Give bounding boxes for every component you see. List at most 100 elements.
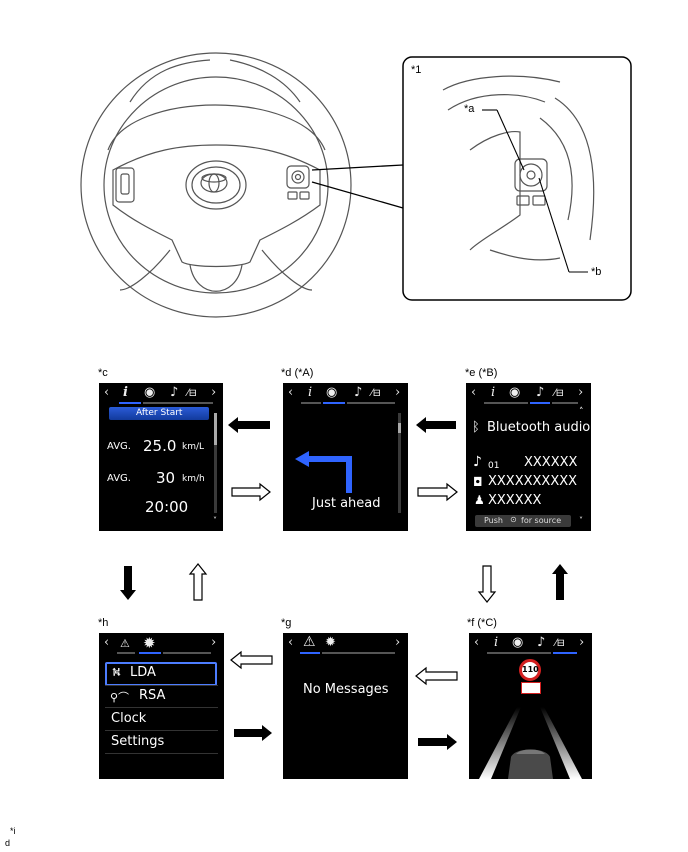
tab-bar: ‹ ⚠ ✹ ›: [99, 633, 224, 655]
screen-d-navigation: ‹ i ◉ ♪ ⁄⊟ › Just ahead: [283, 383, 408, 531]
screen-g-messages: ‹ ⚠ ✹ › No Messages: [283, 633, 408, 779]
screen-c-trip-info: ‹ i ◉ ♪ ⁄⊟ › After Start AVG. 25.0 km/L …: [99, 383, 223, 531]
chevron-up-icon[interactable]: ˄: [579, 407, 584, 417]
chevron-left-icon[interactable]: ‹: [471, 385, 477, 400]
arrow-g-to-h: [230, 650, 273, 670]
scrollbar-thumb[interactable]: [398, 423, 401, 433]
chevron-left-icon[interactable]: ‹: [288, 635, 294, 650]
bluetooth-icon: ᛒ: [472, 420, 480, 435]
lda-icon: ⛕: [112, 665, 121, 679]
scrollbar-thumb[interactable]: [214, 413, 217, 445]
scrollbar[interactable]: [398, 413, 401, 513]
screen-f-label: *f (*C): [467, 617, 497, 629]
screen-e-label: *e (*B): [465, 367, 498, 379]
sign-plate-icon: [521, 682, 541, 694]
warning-icon[interactable]: ⚠: [120, 637, 130, 650]
gear-icon[interactable]: ✹: [143, 634, 156, 652]
screen-c-label: *c: [98, 367, 108, 379]
music-note-icon[interactable]: ♪: [537, 635, 546, 650]
tab-bar: ‹ i ◉ ♪ ⁄⊟ ›: [99, 383, 223, 405]
car-icon[interactable]: ⁄⊟: [371, 388, 382, 399]
source-title: Bluetooth audio: [487, 420, 591, 435]
header-bar: [109, 407, 209, 420]
info-icon[interactable]: i: [491, 385, 496, 400]
footer-label-top: *i: [10, 826, 16, 836]
chevron-right-icon[interactable]: ›: [395, 635, 401, 650]
info-icon[interactable]: i: [308, 385, 313, 400]
speed-limit-value: 110: [522, 665, 539, 674]
music-note-icon[interactable]: ♪: [536, 385, 545, 400]
avg1-value: 25.0: [143, 437, 177, 455]
screen-f-driving-assist: ‹ i ◉ ♪ ⁄⊟ › 110: [469, 633, 592, 779]
car-icon[interactable]: ⁄⊟: [555, 638, 566, 649]
car-icon[interactable]: ⁄⊟: [554, 388, 565, 399]
push-source-bar[interactable]: [475, 515, 571, 527]
tab-bar: ‹ i ◉ ♪ ⁄⊟ ›: [283, 383, 408, 405]
arrow-e-to-f: [477, 565, 497, 603]
dial-icon: ⊙: [510, 515, 517, 524]
arrow-c-to-d: [231, 482, 271, 502]
album-icon: ◘: [473, 475, 483, 489]
footer-label-bottom: d: [5, 838, 11, 848]
navigation-icon[interactable]: ◉: [144, 385, 156, 400]
steering-wheel-illustration: [80, 52, 632, 318]
chevron-right-icon[interactable]: ›: [395, 385, 401, 400]
arrow-c-to-h: [120, 566, 136, 600]
chevron-left-icon[interactable]: ‹: [104, 635, 110, 650]
inset-label: *1: [411, 64, 422, 76]
arrow-e-to-d: [416, 417, 456, 433]
track-number: 01: [488, 461, 500, 471]
screen-h-label: *h: [98, 617, 109, 629]
chevron-right-icon[interactable]: ›: [579, 635, 585, 650]
divider: [105, 730, 218, 731]
tab-bar: ‹ i ◉ ♪ ⁄⊟ ›: [466, 383, 591, 405]
chevron-right-icon[interactable]: ›: [211, 385, 217, 400]
music-note-icon[interactable]: ♪: [170, 385, 179, 400]
tab-bar: ‹ ⚠ ✹ ›: [283, 633, 408, 655]
info-icon[interactable]: i: [494, 635, 499, 650]
arrow-f-to-g: [415, 666, 458, 686]
chevron-right-icon[interactable]: ›: [211, 635, 217, 650]
navigation-icon[interactable]: ◉: [326, 385, 338, 400]
header-label: After Start: [136, 408, 183, 418]
screen-e-audio: ‹ i ◉ ♪ ⁄⊟ › ˄ ᛒ Bluetooth audio ♪ 01 XX…: [466, 383, 591, 531]
guidance-text: Just ahead: [312, 496, 381, 511]
push-prefix: Push: [484, 516, 503, 525]
warning-icon[interactable]: ⚠: [303, 634, 316, 650]
avg1-label: AVG.: [107, 441, 131, 452]
chevron-left-icon[interactable]: ‹: [288, 385, 294, 400]
no-messages-text: No Messages: [303, 682, 389, 697]
arrow-d-to-e: [417, 482, 458, 502]
artist-name: XXXXXX: [488, 493, 542, 508]
time-value: 20:00: [145, 498, 189, 516]
callout-a-label: *a: [464, 103, 475, 115]
turn-arrow-icon: [295, 451, 352, 493]
arrow-g-to-f: [418, 734, 457, 750]
music-note-icon[interactable]: ♪: [354, 385, 363, 400]
rsa-icon: ⚲⌒: [110, 691, 130, 704]
divider: [105, 707, 218, 708]
avg2-value: 30: [156, 469, 176, 487]
screen-g-label: *g: [281, 617, 292, 629]
chevron-left-icon[interactable]: ‹: [474, 635, 480, 650]
avg2-unit: km/h: [182, 474, 205, 484]
screen-d-label: *d (*A): [281, 367, 314, 379]
gear-icon[interactable]: ✹: [325, 635, 336, 650]
chevron-right-icon[interactable]: ›: [578, 385, 584, 400]
arrow-f-to-e: [552, 564, 568, 600]
navigation-icon[interactable]: ◉: [512, 635, 524, 650]
menu-item-clock[interactable]: Clock: [111, 711, 147, 726]
menu-item-rsa[interactable]: RSA: [139, 688, 166, 703]
menu-item-lda[interactable]: LDA: [130, 665, 156, 680]
chevron-down-icon[interactable]: ˅: [579, 516, 583, 525]
arrow-d-to-c: [228, 417, 270, 433]
navigation-icon[interactable]: ◉: [509, 385, 521, 400]
lane-view-graphic: [479, 707, 582, 779]
scrollbar[interactable]: [214, 413, 217, 513]
car-icon[interactable]: ⁄⊟: [187, 388, 198, 399]
chevron-left-icon[interactable]: ‹: [104, 385, 110, 400]
callout-b-label: *b: [591, 266, 602, 278]
chevron-down-icon[interactable]: ˅: [213, 516, 217, 525]
menu-item-settings[interactable]: Settings: [111, 734, 165, 749]
info-icon[interactable]: i: [123, 385, 128, 400]
